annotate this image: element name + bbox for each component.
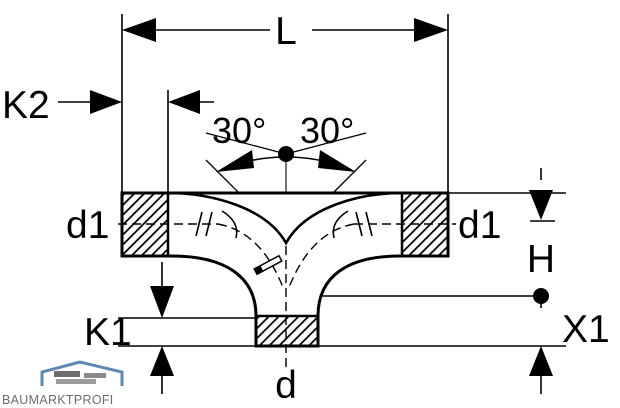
- label-offset-top: K2: [2, 84, 50, 127]
- label-diameter-right: d1: [458, 204, 501, 247]
- fitting-body: [118, 191, 456, 372]
- label-angle-left: 30°: [212, 110, 266, 151]
- dimension-height: H: [527, 168, 555, 281]
- arrow-right-icon: [90, 90, 122, 114]
- arrow-right-icon: [414, 18, 448, 42]
- label-offset-bottom: K1: [84, 311, 132, 354]
- label-diameter-left: d1: [66, 204, 109, 247]
- watermark-logo-icon: [40, 360, 124, 386]
- dimension-axis-offset: X1: [529, 288, 610, 394]
- dimension-length: L: [122, 10, 448, 53]
- label-axis-offset: X1: [562, 308, 610, 351]
- arrow-left-icon: [216, 150, 254, 172]
- dimension-offset-top: K2: [2, 84, 214, 127]
- arrow-right-icon: [318, 150, 356, 172]
- extension-lines: [118, 14, 566, 347]
- arrow-left-icon: [122, 18, 156, 42]
- label-length: L: [275, 10, 297, 53]
- arrow-down-icon: [150, 286, 174, 318]
- dimension-offset-bottom: K1: [84, 262, 174, 394]
- arrow-up-icon: [529, 346, 553, 376]
- arrow-up-icon: [150, 346, 174, 376]
- arrow-left-icon: [168, 90, 200, 114]
- arrow-down-icon: [529, 190, 553, 220]
- label-diameter-outlet: d: [275, 364, 297, 407]
- watermark-text: BAUMARKTPROFI: [2, 393, 114, 407]
- watermark: BAUMARKTPROFI: [2, 360, 124, 407]
- label-angle-right: 30°: [300, 110, 354, 151]
- label-height: H: [527, 238, 555, 281]
- pivot-dot: [278, 146, 294, 162]
- hatched-outlet: [257, 317, 317, 345]
